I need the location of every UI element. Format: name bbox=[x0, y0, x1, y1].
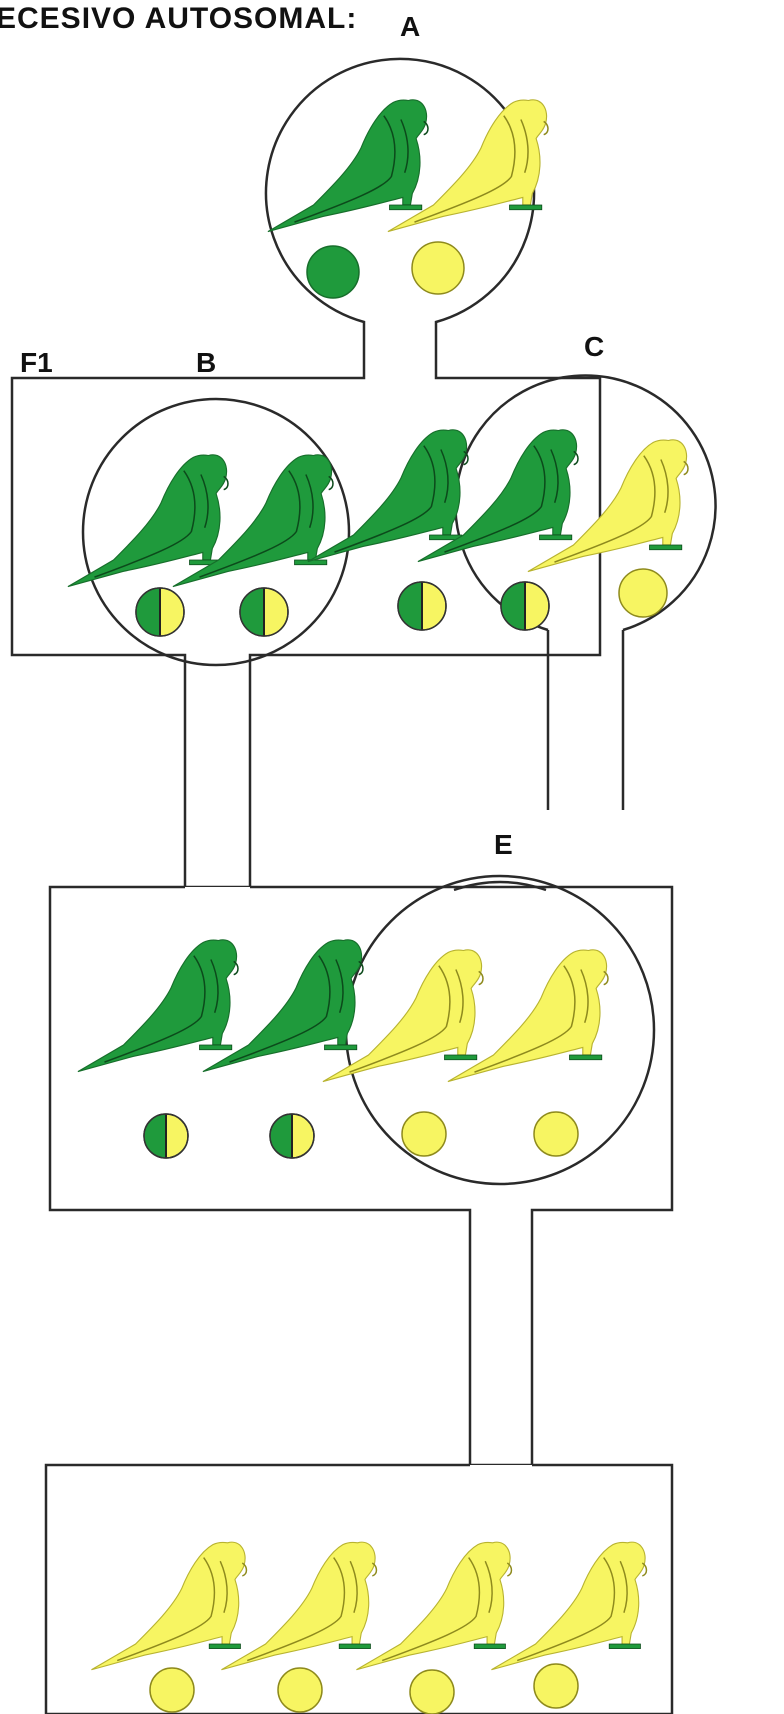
label-a: A bbox=[400, 11, 420, 42]
genotype-split-disc bbox=[135, 587, 185, 637]
bird-green bbox=[307, 429, 469, 563]
label-e: E bbox=[494, 829, 513, 860]
genotype-green-disc bbox=[306, 245, 360, 299]
genotype-yellow-disc bbox=[618, 568, 668, 618]
genotype-discs-layer bbox=[135, 241, 668, 1714]
bird-yellow bbox=[356, 1541, 513, 1671]
genotype-yellow-disc bbox=[401, 1111, 447, 1157]
bird-yellow bbox=[221, 1541, 378, 1671]
label-b: B bbox=[196, 347, 216, 378]
group-e-arc bbox=[453, 880, 547, 892]
genotype-split-disc bbox=[500, 581, 550, 631]
birds-layer bbox=[67, 99, 689, 1671]
bird-yellow bbox=[491, 1541, 648, 1671]
bird-green bbox=[77, 939, 239, 1073]
genotype-split-disc bbox=[239, 587, 289, 637]
genotype-yellow-disc bbox=[149, 1667, 195, 1713]
group-c-circle bbox=[454, 374, 717, 632]
genotype-yellow-disc bbox=[533, 1663, 579, 1709]
bird-yellow bbox=[322, 949, 484, 1083]
genotype-yellow-disc bbox=[533, 1111, 579, 1157]
genotype-split-disc bbox=[269, 1113, 315, 1159]
bird-yellow bbox=[91, 1541, 248, 1671]
group-b-circle bbox=[81, 397, 351, 667]
diagram-title: ECESIVO AUTOSOMAL: bbox=[0, 2, 357, 35]
label-c: C bbox=[584, 331, 604, 362]
bird-yellow bbox=[387, 99, 549, 233]
bird-yellow bbox=[447, 949, 609, 1083]
label-f1: F1 bbox=[20, 347, 53, 378]
bird-green bbox=[267, 99, 429, 233]
bird-green bbox=[202, 939, 364, 1073]
diagram-frames bbox=[10, 57, 717, 1714]
bird-green bbox=[67, 454, 229, 588]
genotype-yellow-disc bbox=[411, 241, 465, 295]
genotype-split-disc bbox=[143, 1113, 189, 1159]
genotype-yellow-disc bbox=[409, 1669, 455, 1714]
genotype-split-disc bbox=[397, 581, 447, 631]
bird-green bbox=[417, 429, 579, 563]
genotype-yellow-disc bbox=[277, 1667, 323, 1713]
bird-yellow bbox=[527, 439, 689, 573]
